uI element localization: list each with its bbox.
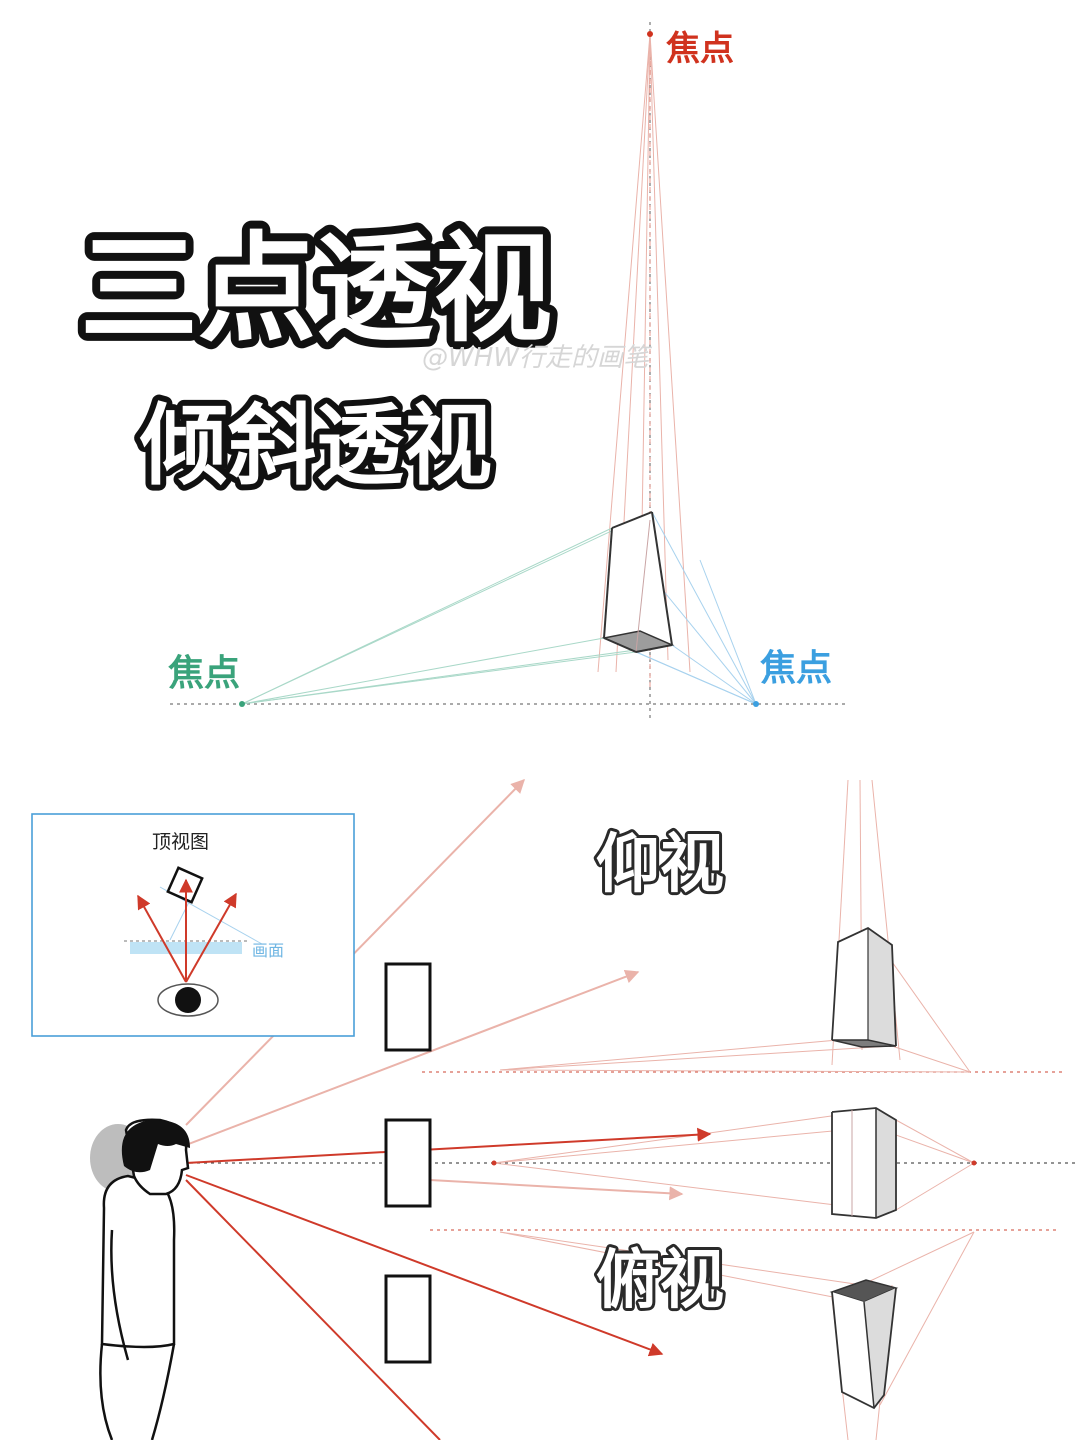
watermark: @WHW行走的画笔 — [422, 343, 653, 373]
sight-lines-light — [185, 778, 684, 1201]
box-looking-up — [831, 926, 897, 1048]
person-figure — [90, 1118, 190, 1440]
main-title: 三点透视 — [80, 220, 552, 358]
picture-plane-down — [384, 1274, 432, 1364]
view-down-label: 俯视 — [596, 1244, 724, 1318]
box-looking-down — [829, 1279, 899, 1410]
top-focal-label: 焦点 — [666, 29, 734, 69]
top-vanishing-point — [647, 31, 653, 37]
inset-person-head — [175, 987, 201, 1013]
picture-plane-up — [384, 962, 432, 1052]
inset-plane-label: 画面 — [252, 941, 284, 960]
left-vanishing-point — [239, 701, 245, 707]
sight-lines-dark — [185, 1127, 712, 1440]
picture-plane-eye — [384, 1118, 432, 1208]
right-vanishing-point — [753, 701, 759, 707]
right-focal-label: 焦点 — [760, 648, 832, 689]
torso — [100, 1174, 176, 1349]
legs — [99, 1343, 176, 1440]
eye-right-vp — [971, 1160, 977, 1166]
view-comparison-diagram: 仰视 俯视 顶视图 画面 — [31, 778, 1078, 1440]
three-point-diagram: 焦点 焦点 焦点 三点透视 倾斜透视 @WHW行走的画笔 — [72, 22, 848, 720]
green-vanishing-lines — [241, 511, 673, 705]
inset-title: 顶视图 — [152, 831, 209, 853]
box-perspective-lines — [493, 779, 975, 1440]
left-focal-label: 焦点 — [168, 653, 240, 694]
tilted-box — [601, 511, 675, 653]
box-eye-level — [831, 1107, 897, 1219]
eye-left-vp — [491, 1160, 497, 1166]
view-up-label: 仰视 — [596, 828, 724, 902]
hair — [121, 1119, 190, 1173]
top-view-inset: 顶视图 画面 — [31, 813, 355, 1037]
sub-title: 倾斜透视 — [139, 394, 492, 497]
